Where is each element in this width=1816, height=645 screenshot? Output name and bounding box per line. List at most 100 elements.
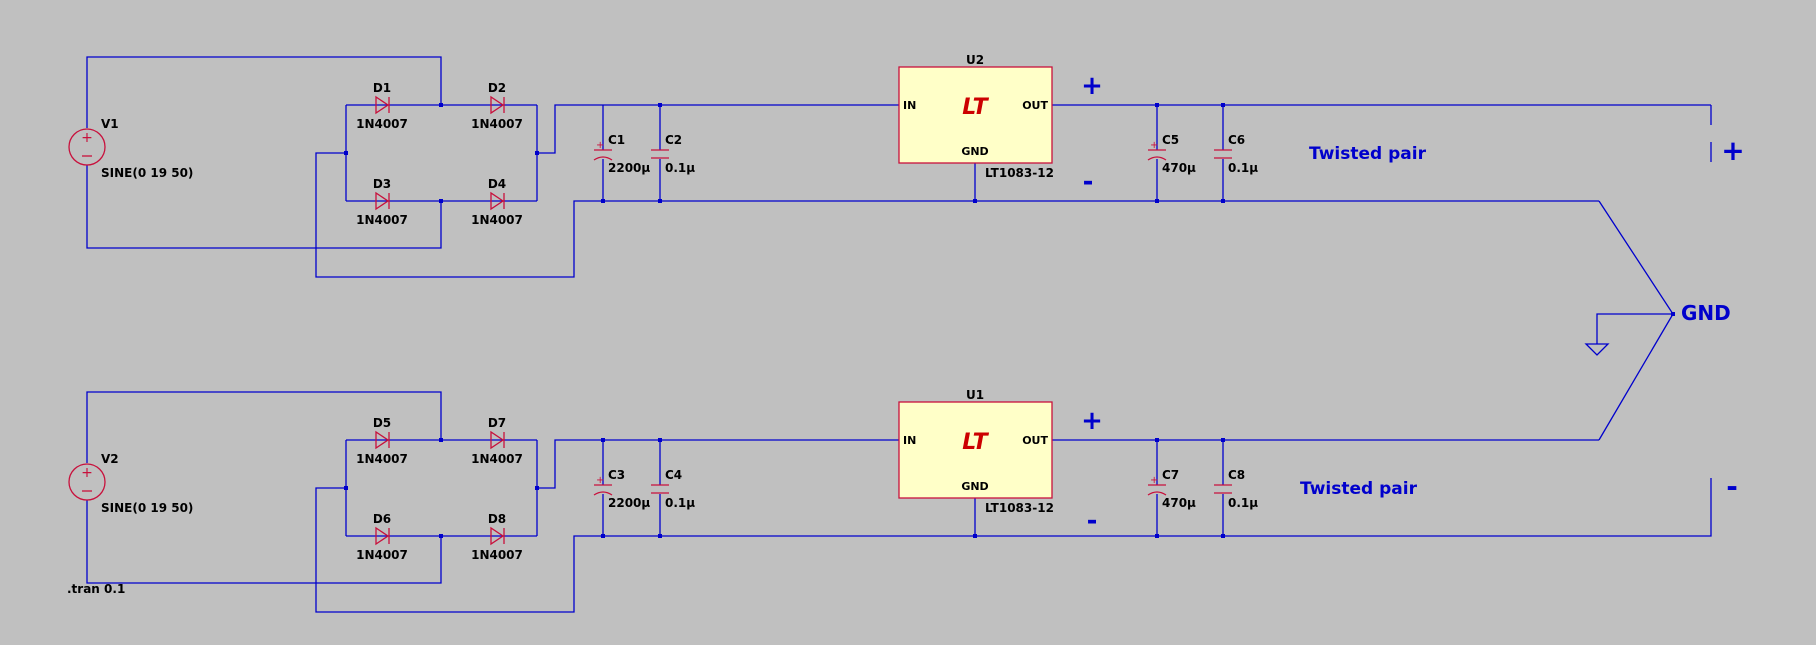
cap-gap [1216, 150, 1230, 159]
diode-icon [490, 526, 505, 546]
cap-value: 2200µ [608, 161, 650, 175]
diode-icon [375, 526, 390, 546]
junction [1221, 103, 1225, 107]
junction [1671, 312, 1675, 316]
cap-gap [1150, 150, 1164, 159]
junction [601, 199, 605, 203]
pin-out-label: OUT [1022, 434, 1048, 447]
spice-directive[interactable]: .tran 0.1 [67, 582, 125, 596]
wire[interactable] [315, 478, 1712, 613]
diode-d1[interactable]: D1 1N4007 [356, 81, 408, 131]
junction [344, 151, 348, 155]
pin-gnd-label: GND [961, 145, 988, 158]
junction [658, 199, 662, 203]
diode-icon [490, 191, 505, 211]
pin-out-label: OUT [1022, 99, 1048, 112]
net-label-minus[interactable]: - [1083, 167, 1094, 197]
net-label-plus[interactable]: + [1081, 406, 1103, 436]
net-label-gnd[interactable]: GND [1681, 301, 1731, 325]
cap-gap [653, 150, 667, 159]
plus-sign: + [81, 465, 93, 481]
diode-d7[interactable]: D7 1N4007 [471, 416, 523, 466]
junction [1155, 438, 1159, 442]
capacitor-c1[interactable]: + C1 2200µ [593, 133, 650, 175]
junction [344, 486, 348, 490]
source-name: V1 [101, 117, 119, 131]
diode-d6[interactable]: D6 1N4007 [356, 512, 408, 562]
diode-name: D5 [373, 416, 391, 430]
junction [439, 199, 443, 203]
voltage-source-v2[interactable]: + V2 SINE(0 19 50) [68, 452, 193, 515]
diode-d5[interactable]: D5 1N4007 [356, 416, 408, 466]
diode-name: D6 [373, 512, 391, 526]
sine-source-icon [68, 463, 106, 501]
diode-model: 1N4007 [471, 452, 523, 466]
cap-name: C8 [1228, 468, 1245, 482]
cap-name: C1 [608, 133, 625, 147]
wire[interactable] [86, 56, 442, 128]
junction [535, 486, 539, 490]
capacitor-c5[interactable]: + C5 470µ [1147, 133, 1196, 175]
cap-gap [596, 150, 610, 159]
net-label-twisted-pair[interactable]: Twisted pair [1300, 479, 1418, 499]
net-label-output-minus[interactable]: - [1726, 470, 1738, 503]
wire[interactable] [537, 104, 899, 154]
source-name: V2 [101, 452, 119, 466]
diode-model: 1N4007 [356, 452, 408, 466]
diode-d8[interactable]: D8 1N4007 [471, 512, 523, 562]
voltage-source-v1[interactable]: + V1 SINE(0 19 50) [68, 117, 193, 180]
net-label-output-plus[interactable]: + [1721, 134, 1744, 167]
capacitor-c3[interactable]: + C3 2200µ [593, 468, 650, 510]
polarity-mark: + [596, 475, 604, 486]
diode-icon [490, 430, 505, 450]
capacitor-c2[interactable]: C2 0.1µ [651, 133, 695, 175]
capacitor-c4[interactable]: C4 0.1µ [651, 468, 695, 510]
diode-model: 1N4007 [356, 213, 408, 227]
net-label-twisted-pair[interactable]: Twisted pair [1309, 144, 1427, 164]
cap-value: 0.1µ [665, 161, 695, 175]
wire[interactable] [86, 500, 442, 584]
cap-gap [1216, 485, 1230, 494]
wire[interactable] [537, 439, 899, 489]
junction [658, 534, 662, 538]
diode-d2[interactable]: D2 1N4007 [471, 81, 523, 131]
diode-icon [375, 95, 390, 115]
capacitor-c6[interactable]: C6 0.1µ [1214, 133, 1258, 175]
regulator-u1[interactable]: U1 IN OUT GND LT LT1083-12 [898, 388, 1054, 515]
capacitor-c8[interactable]: C8 0.1µ [1214, 468, 1258, 510]
regulator-name: U1 [966, 388, 984, 402]
diode-icon [375, 430, 390, 450]
diode-icon [375, 191, 390, 211]
cap-gap [653, 485, 667, 494]
wire[interactable] [86, 391, 442, 463]
cap-value: 0.1µ [1228, 161, 1258, 175]
cap-value: 0.1µ [1228, 496, 1258, 510]
junction [1221, 438, 1225, 442]
regulator-u2[interactable]: U2 IN OUT GND LT LT1083-12 [898, 53, 1054, 180]
junction [439, 534, 443, 538]
junction [601, 438, 605, 442]
net-label-plus[interactable]: + [1081, 71, 1103, 101]
junction [439, 438, 443, 442]
diode-model: 1N4007 [471, 117, 523, 131]
junction [973, 199, 977, 203]
diode-model: 1N4007 [471, 548, 523, 562]
net-label-minus[interactable]: - [1087, 506, 1098, 536]
diode-name: D7 [488, 416, 506, 430]
capacitor-c7[interactable]: + C7 470µ [1147, 468, 1196, 510]
gnd-junction: GND [1584, 200, 1731, 441]
wire[interactable] [1598, 200, 1674, 441]
sine-source-icon [68, 128, 106, 166]
cap-name: C5 [1162, 133, 1179, 147]
diode-d4[interactable]: D4 1N4007 [471, 177, 523, 227]
wire[interactable] [1596, 313, 1673, 344]
cap-gap [596, 485, 610, 494]
wire[interactable] [315, 152, 1599, 278]
wire[interactable] [86, 165, 442, 249]
diode-d3[interactable]: D3 1N4007 [356, 177, 408, 227]
pin-in-label: IN [903, 99, 916, 112]
polarity-mark: + [596, 140, 604, 151]
diode-name: D2 [488, 81, 506, 95]
junction [658, 103, 662, 107]
